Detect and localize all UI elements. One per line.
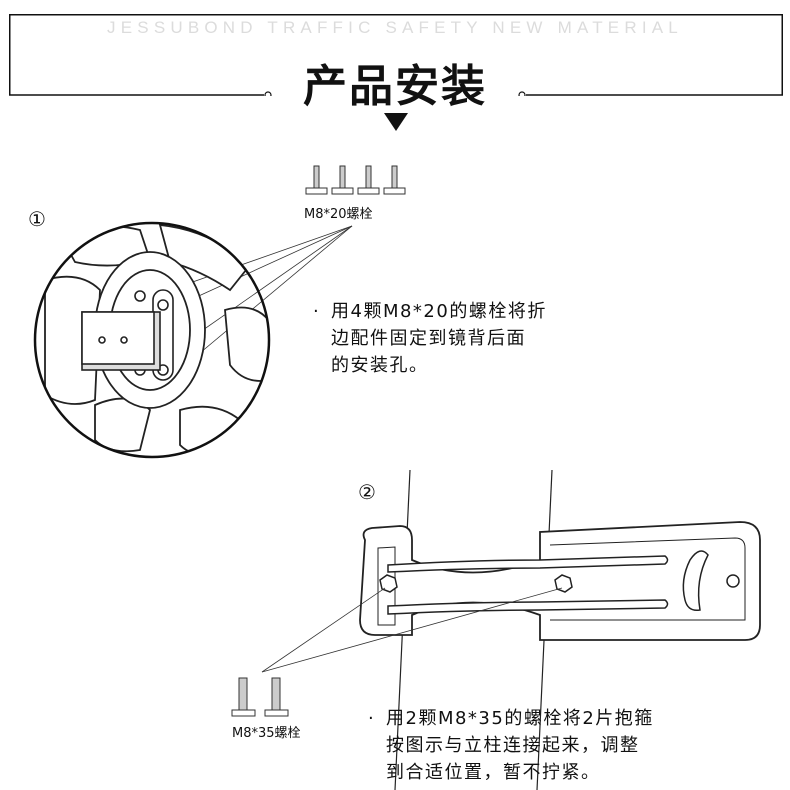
- step2-leader-lines: [261, 587, 563, 673]
- bracket-detail: [81, 289, 174, 381]
- page-title: 产品安装: [303, 61, 487, 112]
- step1-bolt-label: M8*20螺栓: [304, 207, 373, 222]
- clamp-slots: [682, 550, 740, 612]
- m8x35-bolts-icon: [231, 677, 289, 717]
- step1-number: ①: [28, 207, 46, 231]
- detail-circle: [33, 221, 271, 459]
- down-arrow-icon: [384, 113, 408, 131]
- step2-bolt-label: M8*35螺栓: [232, 726, 301, 741]
- bullet-icon: ·: [313, 301, 321, 322]
- brand-tagline: JESSUBOND TRAFFIC SAFETY NEW MATERIAL: [107, 18, 683, 37]
- step2-number: ②: [358, 480, 376, 504]
- header-frame: [9, 14, 783, 96]
- step1-instruction: ·用4颗M8*20的螺栓将折 边配件固定到镜背后面 的安装孔。: [313, 298, 547, 379]
- step2-instruction: ·用2颗M8*35的螺栓将2片抱箍 按图示与立柱连接起来，调整 到合适位置，暂不…: [368, 705, 654, 786]
- bullet-icon: ·: [368, 708, 376, 729]
- m8x20-bolts-icon: [305, 165, 406, 195]
- clamp-rods: [387, 555, 669, 615]
